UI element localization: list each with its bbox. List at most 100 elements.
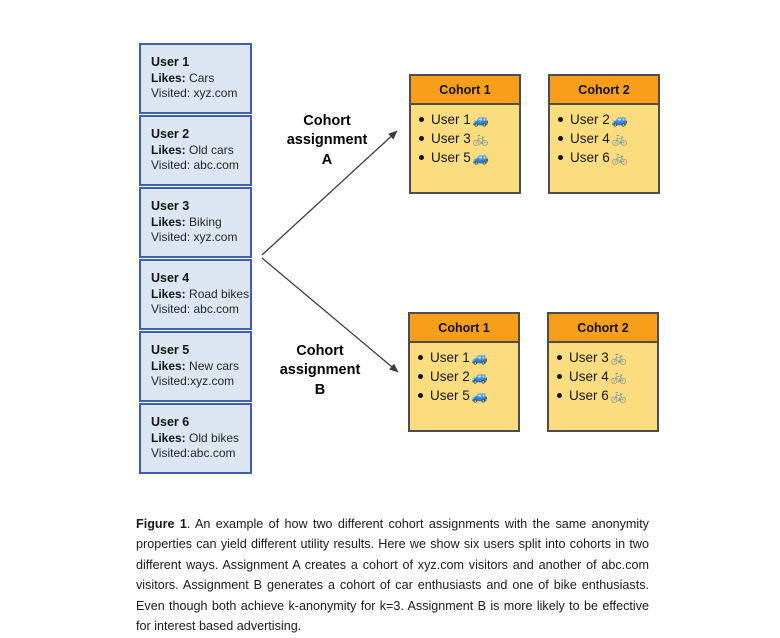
likes-label: Likes: <box>151 143 186 157</box>
cohort-member: User 2🚙 <box>558 110 658 129</box>
user-likes: Likes: Old bikes <box>151 431 250 446</box>
user-name: User 2 <box>151 127 190 141</box>
user-name: User 5 <box>151 343 190 357</box>
figure-caption: Figure 1. An example of how two differen… <box>136 514 649 636</box>
likes-label: Likes: <box>151 431 186 445</box>
user-name: User 1 <box>151 55 190 69</box>
bicycle-icon: 🚲 <box>610 369 627 385</box>
member-label: User 5 <box>430 388 470 404</box>
cohort-member: User 5🚙 <box>419 148 519 167</box>
bullet-icon <box>419 117 424 123</box>
cohort-box-a1: Cohort 1 User 1🚙 User 3🚲 User 5🚙 <box>409 74 521 194</box>
cohort-member-list: User 1🚙 User 3🚲 User 5🚙 <box>411 105 519 167</box>
member-label: User 6 <box>569 388 609 404</box>
likes-label: Likes: <box>151 359 186 373</box>
user-list: User 1 Likes: Cars Visited: xyz.com User… <box>139 43 252 475</box>
user-visited: Visited: abc.com <box>151 158 239 173</box>
cohort-member: User 1🚙 <box>419 110 519 129</box>
user-likes: Likes: Old cars <box>151 143 250 158</box>
cohort-box-b1: Cohort 1 User 1🚙 User 2🚙 User 5🚙 <box>408 312 520 432</box>
likes-value: Road bikes <box>189 287 250 301</box>
likes-label: Likes: <box>151 287 186 301</box>
cohort-member: User 4🚲 <box>557 367 657 386</box>
cohort-title: Cohort 2 <box>549 314 657 343</box>
user-visited: Visited:abc.com <box>151 446 236 461</box>
cohort-member-list: User 2🚙 User 4🚲 User 6🚲 <box>550 105 658 167</box>
user-visited: Visited: xyz.com <box>151 230 238 245</box>
user-visited: Visited:xyz.com <box>151 374 235 389</box>
bullet-icon <box>558 117 563 123</box>
user-name: User 6 <box>151 415 190 429</box>
cohort-title: Cohort 1 <box>411 76 519 105</box>
cohort-box-b2: Cohort 2 User 3🚲 User 4🚲 User 6🚲 <box>547 312 659 432</box>
cohort-box-a2: Cohort 2 User 2🚙 User 4🚲 User 6🚲 <box>548 74 660 194</box>
assignment-b-label-line2: assignment <box>279 362 361 379</box>
likes-value: Cars <box>189 71 215 85</box>
bullet-icon <box>418 393 423 399</box>
likes-value: Biking <box>189 215 222 229</box>
likes-value: Old bikes <box>189 431 240 445</box>
likes-label: Likes: <box>151 71 186 85</box>
user-card: User 5 Likes: New cars Visited:xyz.com <box>139 331 252 402</box>
user-visited: Visited: xyz.com <box>151 86 238 101</box>
cohort-member: User 3🚲 <box>557 348 657 367</box>
cohort-title: Cohort 1 <box>410 314 518 343</box>
user-name: User 3 <box>151 199 190 213</box>
car-icon: 🚙 <box>471 369 488 385</box>
member-label: User 2 <box>570 112 610 127</box>
user-visited: Visited: abc.com <box>151 302 239 317</box>
assignment-a-label-line3: A <box>321 151 333 168</box>
bullet-icon <box>419 155 424 161</box>
user-likes: Likes: Cars <box>151 71 250 86</box>
cohort-member: User 3🚲 <box>419 129 519 148</box>
user-card: User 4 Likes: Road bikes Visited: abc.co… <box>139 259 252 330</box>
bicycle-icon: 🚲 <box>610 388 627 404</box>
assignment-b-label-line1: Cohort <box>296 343 344 359</box>
user-likes: Likes: Road bikes <box>151 287 250 302</box>
bullet-icon <box>557 355 562 361</box>
user-name: User 4 <box>151 271 190 285</box>
bicycle-icon: 🚲 <box>610 350 627 366</box>
member-label: User 4 <box>570 131 610 147</box>
bicycle-icon: 🚲 <box>472 131 489 147</box>
car-icon: 🚙 <box>611 112 628 128</box>
member-label: User 4 <box>569 369 609 385</box>
member-label: User 5 <box>431 150 471 166</box>
bullet-icon <box>418 355 423 361</box>
user-card: User 3 Likes: Biking Visited: xyz.com <box>139 187 252 258</box>
bullet-icon <box>558 155 563 161</box>
likes-value: Old cars <box>189 143 234 157</box>
user-card: User 2 Likes: Old cars Visited: abc.com <box>139 115 252 186</box>
likes-value: New cars <box>189 359 240 373</box>
figure-caption-label: Figure 1 <box>136 517 187 531</box>
cohort-member-list: User 1🚙 User 2🚙 User 5🚙 <box>410 343 518 405</box>
car-icon: 🚙 <box>471 388 488 404</box>
cohort-member: User 2🚙 <box>418 367 518 386</box>
bullet-icon <box>419 136 424 142</box>
assignment-a-label-line2: assignment <box>286 132 368 149</box>
member-label: User 6 <box>570 150 610 166</box>
cohort-member: User 4🚲 <box>558 129 658 148</box>
member-label: User 1 <box>430 350 470 365</box>
bicycle-icon: 🚲 <box>611 150 628 166</box>
car-icon: 🚙 <box>472 112 489 128</box>
user-card: User 6 Likes: Old bikes Visited:abc.com <box>139 403 252 474</box>
bullet-icon <box>558 136 563 142</box>
member-label: User 3 <box>569 350 609 365</box>
bullet-icon <box>418 374 423 380</box>
assignment-a-label: Cohort assignment A <box>262 112 392 170</box>
assignment-b-label: Cohort assignment B <box>255 342 385 400</box>
bicycle-icon: 🚲 <box>611 131 628 147</box>
cohort-member: User 5🚙 <box>418 386 518 405</box>
cohort-member: User 1🚙 <box>418 348 518 367</box>
member-label: User 3 <box>431 131 471 147</box>
assignment-a-label-line1: Cohort <box>303 113 351 129</box>
member-label: User 1 <box>431 112 471 127</box>
user-likes: Likes: New cars <box>151 359 250 374</box>
assignment-b-label-line3: B <box>314 381 326 398</box>
figure-caption-body: . An example of how two different cohort… <box>136 517 649 633</box>
cohort-member: User 6🚲 <box>557 386 657 405</box>
cohort-member: User 6🚲 <box>558 148 658 167</box>
cohort-title: Cohort 2 <box>550 76 658 105</box>
member-label: User 2 <box>430 369 470 385</box>
